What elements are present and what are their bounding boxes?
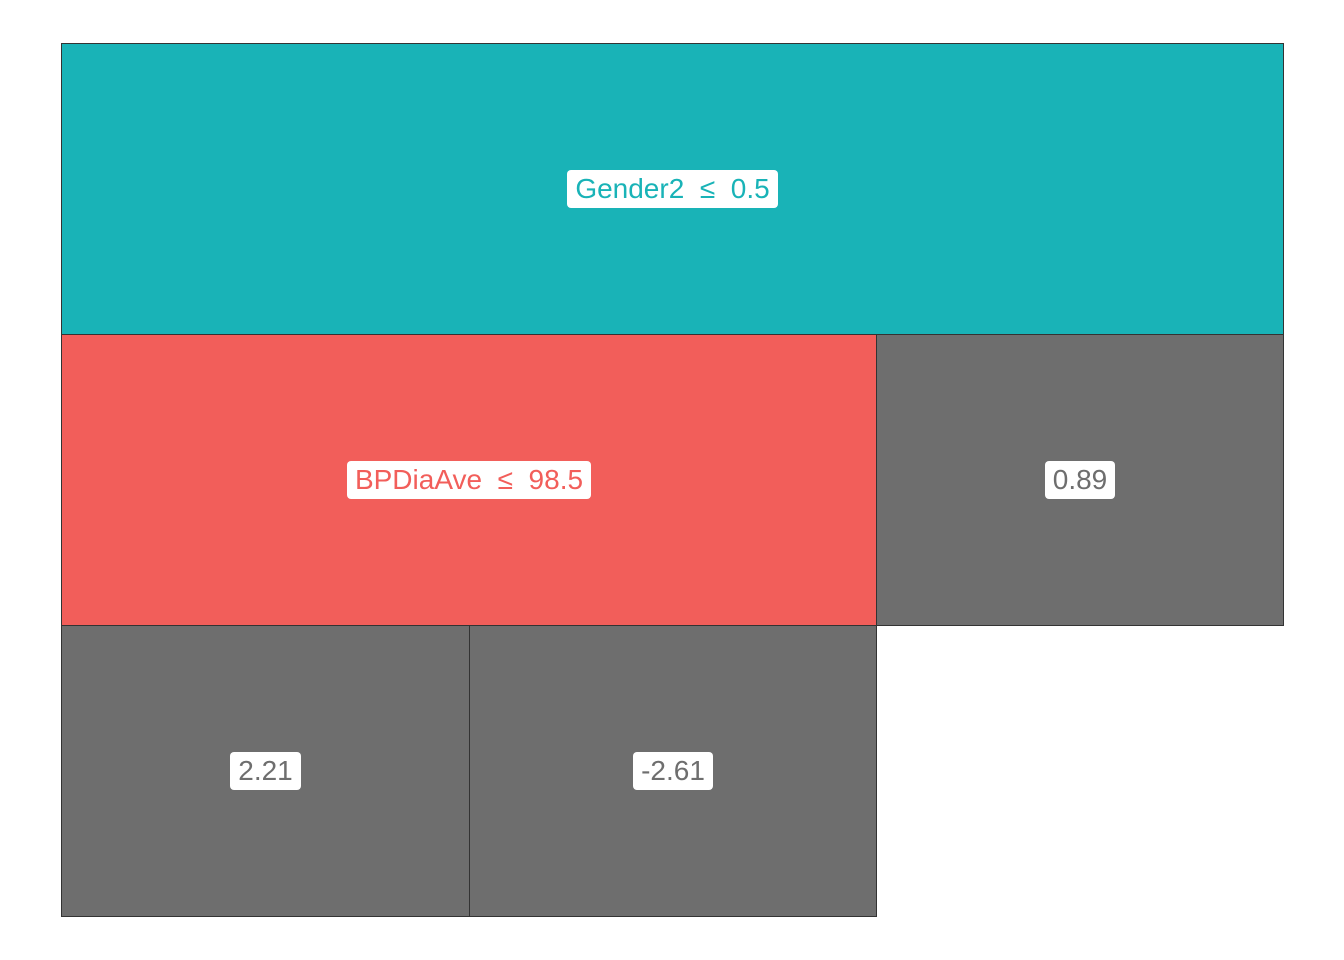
leaf-node-left-right: -2.61 bbox=[469, 625, 877, 917]
leaf-node-right: 0.89 bbox=[876, 334, 1284, 626]
split-node-gender2: Gender2 ≤ 0.5 bbox=[61, 43, 1284, 335]
leaf-value-left-left: 2.21 bbox=[230, 752, 301, 790]
leaf-node-left-left: 2.21 bbox=[61, 625, 470, 917]
split-node-bpdiaave: BPDiaAve ≤ 98.5 bbox=[61, 334, 877, 626]
split-label-bpdiaave: BPDiaAve ≤ 98.5 bbox=[346, 461, 592, 499]
leaf-value-right: 0.89 bbox=[1044, 461, 1116, 499]
split-label-gender2: Gender2 ≤ 0.5 bbox=[567, 170, 778, 208]
leaf-value-left-right: -2.61 bbox=[633, 752, 713, 790]
